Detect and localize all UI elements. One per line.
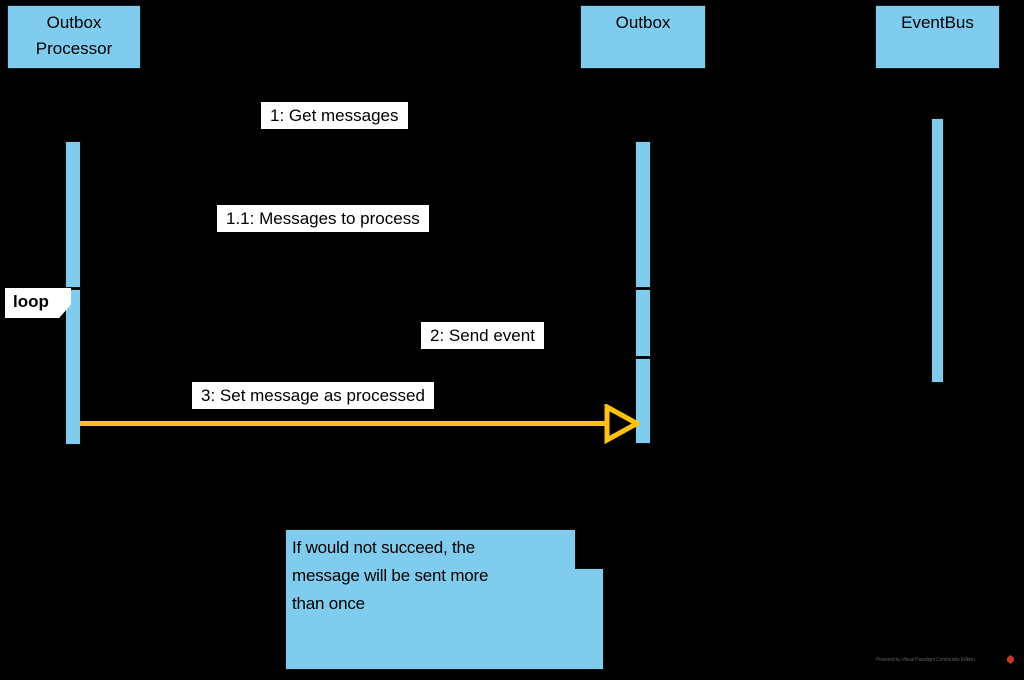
fragment-tag-loop[interactable]: loop [5, 288, 71, 318]
activation-bar-eventbus[interactable] [931, 118, 944, 383]
lifeline-head-outbox[interactable]: Outbox [580, 5, 706, 69]
activation-bar-outbox-processor-lower[interactable] [65, 289, 81, 445]
message-label-3[interactable]: 3: Set message as processed [192, 382, 434, 409]
watermark-logo-icon [1007, 655, 1014, 664]
message-label-1-1[interactable]: 1.1: Messages to process [217, 205, 429, 232]
message-label-2[interactable]: 2: Send event [421, 322, 544, 349]
activation-bar-outbox-upper[interactable] [635, 141, 651, 288]
activation-bar-outbox-processor-upper[interactable] [65, 141, 81, 288]
message-label-1[interactable]: 1: Get messages [261, 102, 408, 129]
note-body-seam [286, 560, 575, 578]
lifeline-head-eventbus[interactable]: EventBus [875, 5, 1000, 69]
lifeline-head-outbox-processor[interactable]: Outbox Processor [7, 5, 141, 69]
note-text: If would not succeed, the message will b… [292, 538, 489, 613]
watermark-text: Powered by Visual Paradigm Community Edi… [876, 657, 975, 663]
message-arrow-3-line [80, 421, 608, 426]
activation-bar-outbox-middle[interactable] [635, 289, 651, 357]
